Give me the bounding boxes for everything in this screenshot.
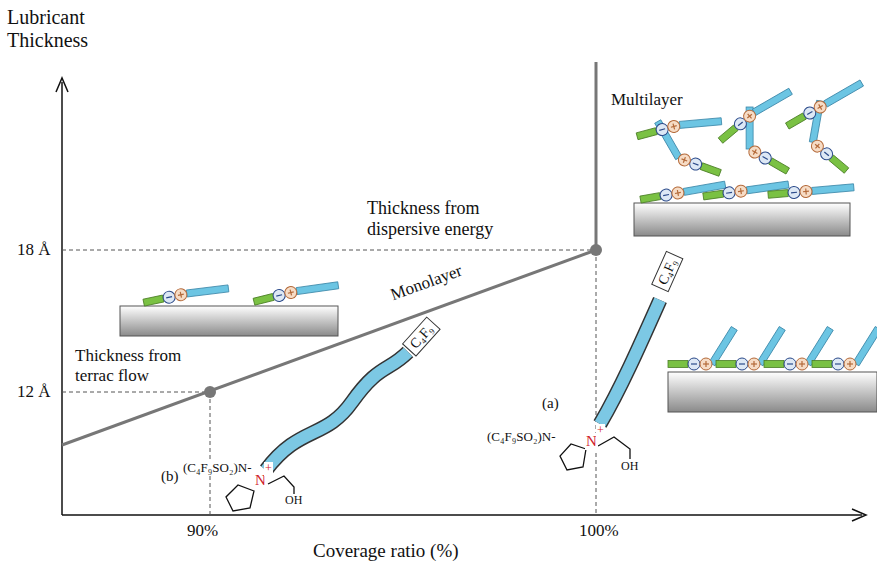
substrate — [668, 372, 877, 412]
tick-label: 12 Å — [16, 382, 52, 402]
tick-label: 100% — [578, 521, 620, 541]
guide-lines — [62, 250, 596, 515]
molecule-a — [560, 300, 660, 470]
tick-label: 18 Å — [16, 240, 52, 260]
region-label: Monolayer — [387, 260, 466, 305]
annotation: Thickness from terrac flow — [74, 346, 216, 385]
formula-label: OH — [620, 460, 639, 474]
x-arrow — [852, 509, 866, 521]
charge-label: + — [264, 462, 273, 476]
callout-letter: (a) — [541, 395, 560, 412]
tick-label: 90% — [186, 521, 219, 541]
y-arrow — [56, 78, 68, 92]
formula-label: (C₄F₉SO₂)N- — [182, 461, 253, 476]
charge-label: + — [596, 424, 605, 438]
formula-text: C₄F₉ — [406, 322, 435, 352]
molecule-b — [226, 352, 408, 511]
substrate — [634, 203, 850, 236]
point-marker — [204, 386, 216, 398]
region-label: Multilayer — [610, 90, 684, 110]
thickness-curve — [62, 62, 596, 445]
formula-text: C₄F₉ — [654, 257, 679, 288]
axes — [62, 82, 862, 515]
formula-box: C₄F₉ — [401, 317, 440, 357]
callout-letter: (b) — [160, 468, 180, 485]
formula-label: OH — [284, 494, 303, 508]
axis-title: Coverage ratio (%) — [312, 540, 460, 562]
formula-box: C₄F₉ — [651, 251, 684, 293]
formula-label: (C₄F₉SO₂)N- — [486, 430, 557, 445]
axis-title: Lubricant Thickness — [6, 6, 128, 52]
substrate — [120, 306, 338, 336]
annotation: Thickness from dispersive energy — [366, 198, 553, 239]
point-marker — [590, 244, 602, 256]
molecule-icons — [142, 78, 877, 370]
